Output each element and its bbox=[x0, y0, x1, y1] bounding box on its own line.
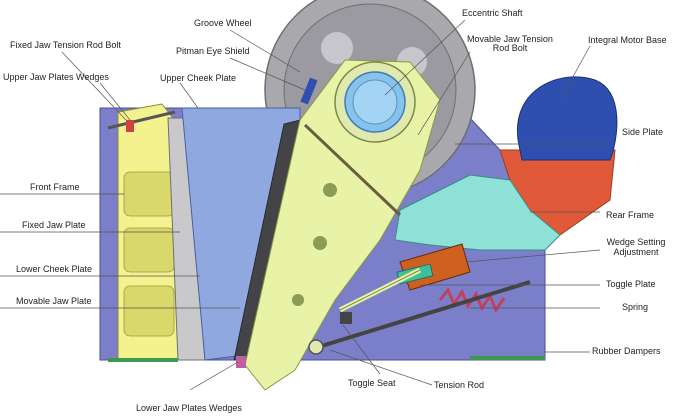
lower-jaw-plates-wedge bbox=[236, 356, 246, 368]
label-rear-frame: Rear Frame bbox=[606, 210, 655, 220]
label-fixed-jaw-tension-rod-bolt: Fixed Jaw Tension Rod Bolt bbox=[10, 40, 121, 50]
label-front-frame: Front Frame bbox=[30, 182, 80, 192]
label-tension-rod: Tension Rod bbox=[434, 380, 485, 390]
label-movable-jaw-tension-rod-bolt-line2: Rod Bolt bbox=[492, 43, 528, 53]
label-wedge-setting-adjustment-line1: Wedge Setting bbox=[606, 237, 666, 247]
label-rubber-dampers: Rubber Dampers bbox=[592, 346, 661, 356]
label-fixed-jaw-plate: Fixed Jaw Plate bbox=[22, 220, 86, 230]
label-eccentric-shaft: Eccentric Shaft bbox=[462, 8, 523, 18]
fixed-jaw-tension-rod-bolt bbox=[107, 110, 176, 130]
label-lower-cheek-plate: Lower Cheek Plate bbox=[16, 264, 93, 274]
label-groove-wheel: Groove Wheel bbox=[194, 18, 252, 28]
label-pitman-eye-shield: Pitman Eye Shield bbox=[176, 46, 250, 56]
integral-motor bbox=[517, 76, 618, 161]
eccentric-shaft bbox=[334, 61, 416, 143]
pitman bbox=[244, 59, 441, 391]
rear-frame bbox=[394, 174, 561, 251]
upper-jaw-plates-wedge bbox=[126, 120, 134, 132]
tension-rod bbox=[314, 280, 531, 350]
label-wedge-setting-adjustment-line2: Adjustment bbox=[613, 247, 659, 257]
label-toggle-plate: Toggle Plate bbox=[606, 279, 656, 289]
label-movable-jaw-plate: Movable Jaw Plate bbox=[16, 296, 92, 306]
label-upper-jaw-plates-wedges: Upper Jaw Plates Wedges bbox=[3, 72, 109, 82]
label-lower-jaw-plates-wedges: Lower Jaw Plates Wedges bbox=[136, 403, 242, 413]
label-integral-motor-base: Integral Motor Base bbox=[588, 35, 667, 45]
label-toggle-seat: Toggle Seat bbox=[348, 378, 396, 388]
movable-jaw-tension-rod-bolt bbox=[303, 123, 402, 217]
label-movable-jaw-tension-rod-bolt-line1: Movable Jaw Tension bbox=[467, 34, 553, 44]
label-upper-cheek-plate: Upper Cheek Plate bbox=[160, 73, 237, 83]
pitman-eye-shield bbox=[300, 77, 318, 105]
rubber-dampers bbox=[108, 356, 545, 362]
toggle-seat bbox=[340, 312, 352, 324]
label-side-plate: Side Plate bbox=[622, 127, 664, 137]
label-spring: Spring bbox=[622, 302, 649, 312]
